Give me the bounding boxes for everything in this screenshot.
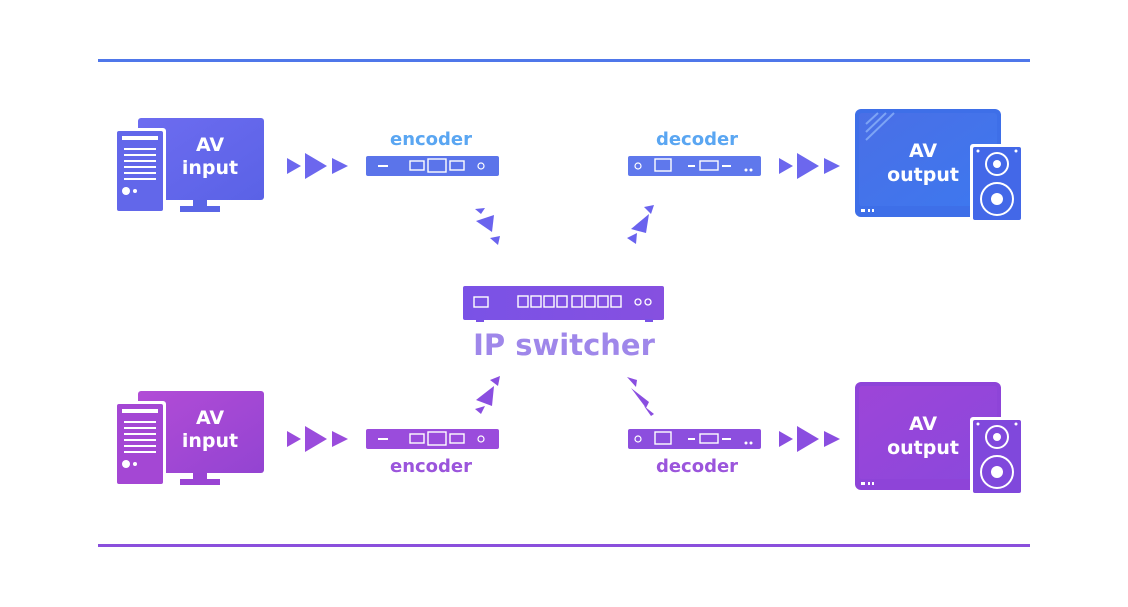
av-input-top-line1: AV	[196, 134, 224, 156]
arrow-group-switcher-to-decoder-top	[627, 205, 654, 244]
av-input-bottom-line1: AV	[196, 407, 224, 429]
top-divider-line	[98, 59, 1030, 62]
av-output-monitor-speaker-icon-bottom	[855, 382, 1024, 496]
arrow-group-encoder-to-switcher-top	[475, 208, 500, 245]
encoder-label-top: encoder	[390, 129, 472, 150]
arrow-group-decoder-to-output-top	[779, 153, 840, 179]
encoder-device-icon-top	[366, 156, 499, 176]
network-switch-icon	[463, 286, 664, 322]
av-output-top-line2: output	[887, 164, 959, 186]
av-input-pc-icon-bottom	[114, 391, 264, 487]
av-input-top-line2: input	[182, 157, 238, 179]
arrow-group-decoder-to-output-bottom	[779, 426, 840, 452]
decoder-device-icon-bottom	[628, 429, 761, 449]
encoder-device-icon-bottom	[366, 429, 499, 449]
av-output-bottom-line1: AV	[909, 413, 937, 435]
decoder-label-bottom: decoder	[656, 456, 738, 477]
bottom-divider-line	[98, 544, 1030, 547]
arrow-group-input-to-encoder-top	[287, 153, 348, 179]
av-output-top-line1: AV	[909, 140, 937, 162]
ip-switcher-label: IP switcher	[473, 328, 656, 362]
encoder-label-bottom: encoder	[390, 456, 472, 477]
av-output-monitor-speaker-icon-top	[855, 109, 1024, 223]
arrow-group-input-to-encoder-bottom	[287, 426, 348, 452]
decoder-device-icon-top	[628, 156, 761, 176]
av-input-bottom-line2: input	[182, 430, 238, 452]
arrow-group-switcher-to-decoder-bottom	[627, 377, 654, 416]
decoder-label-top: decoder	[656, 129, 738, 150]
av-output-bottom-line2: output	[887, 437, 959, 459]
av-input-pc-icon-top	[114, 118, 264, 214]
arrow-group-encoder-to-switcher-bottom	[475, 376, 500, 414]
